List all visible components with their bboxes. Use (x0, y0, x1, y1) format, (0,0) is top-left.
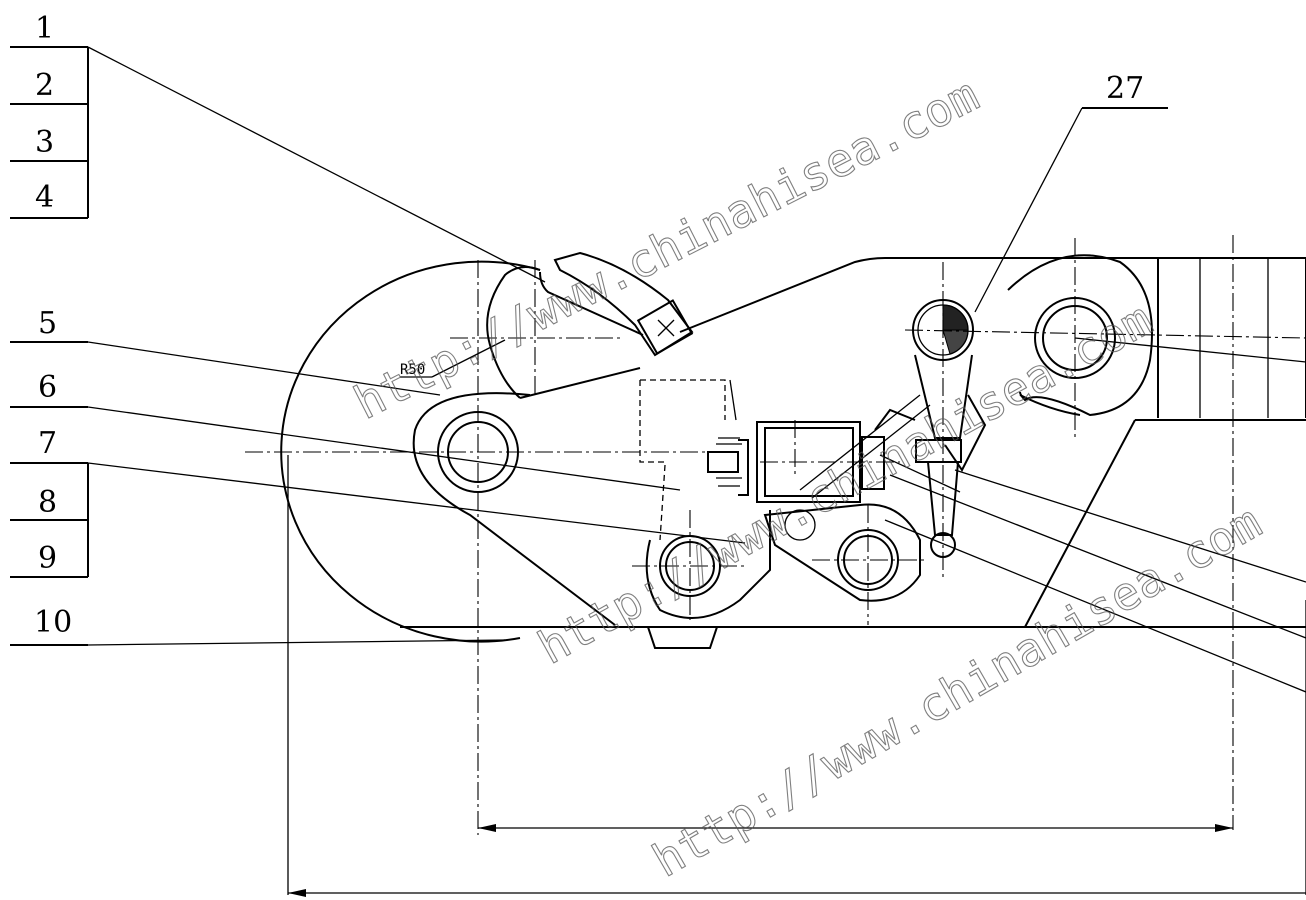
centerlines (245, 235, 1306, 835)
callout-6: 6 (38, 370, 57, 405)
callout-2: 2 (35, 68, 54, 103)
leader-6 (87, 406, 681, 491)
latch-plate (553, 251, 694, 357)
hook-body (280, 254, 1306, 643)
callout-9: 9 (38, 541, 57, 576)
release-lever (799, 354, 987, 558)
callout-5: 5 (38, 306, 57, 341)
right-leaders (884, 337, 1306, 693)
callout-table-lower: 8 9 (10, 463, 89, 578)
callout-group-bottom: 10 (10, 605, 506, 646)
callout-3: 3 (35, 125, 54, 160)
radius-label: R50 (400, 362, 425, 378)
base-foot (647, 626, 718, 649)
watermark-top: http://www.chinahisea.com (345, 67, 986, 429)
radius-dimension: R50 (400, 339, 506, 378)
callout-10: 10 (34, 605, 72, 640)
lower-link-left (645, 464, 771, 619)
leader-10 (87, 639, 506, 646)
callout-27: 27 (1106, 71, 1144, 106)
callout-8: 8 (38, 485, 57, 520)
callout-group-27: 27 (974, 71, 1168, 313)
lower-link-right (763, 503, 921, 602)
callout-7: 7 (38, 426, 57, 461)
dimension-lines (287, 455, 1306, 897)
leader-1 (87, 46, 546, 283)
callout-table-top: 1 2 3 4 (10, 11, 546, 283)
leader-27 (974, 107, 1083, 313)
callout-group-middle: 5 6 7 (10, 306, 746, 544)
callout-4: 4 (35, 180, 54, 215)
leader-7 (87, 462, 746, 544)
leader-5 (87, 341, 441, 396)
callout-1: 1 (35, 11, 54, 46)
